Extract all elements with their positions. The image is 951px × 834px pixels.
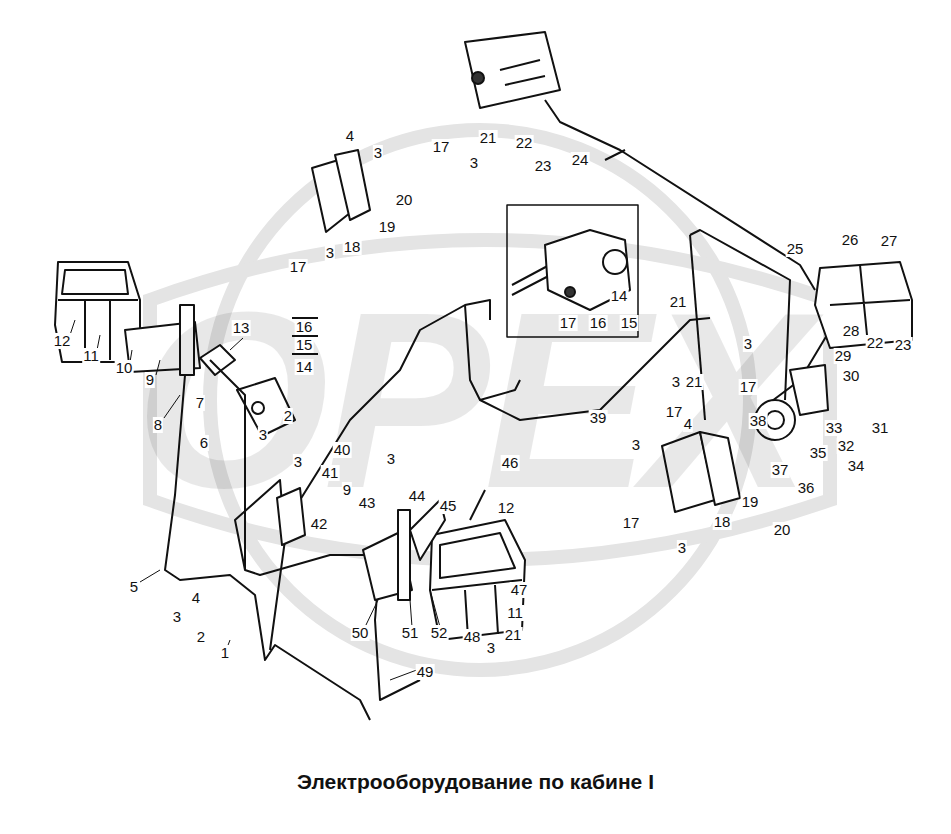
- callout-number: 17: [559, 315, 578, 331]
- callout-number: 21: [669, 294, 688, 310]
- callout-number: 22: [866, 335, 885, 351]
- callout-number: 39: [589, 410, 608, 426]
- callout-number: 17: [665, 404, 684, 420]
- callout-number: 38: [749, 413, 768, 429]
- callout-number: 22: [515, 135, 534, 151]
- callout-number: 43: [358, 495, 377, 511]
- callout-number: 31: [871, 420, 890, 436]
- callout-number: 4: [191, 590, 201, 606]
- callout-number: 34: [847, 458, 866, 474]
- callout-number: 44: [408, 488, 427, 504]
- callout-number: 27: [880, 233, 899, 249]
- callout-number: 26: [841, 232, 860, 248]
- callout-number: 11: [506, 605, 524, 621]
- callout-number: 23: [534, 158, 553, 174]
- callout-number: 29: [834, 348, 853, 364]
- callout-number: 3: [386, 451, 396, 467]
- callout-number: 3: [325, 245, 335, 261]
- callout-number: 48: [463, 629, 482, 645]
- callout-number: 45: [439, 498, 458, 514]
- callout-number: 36: [797, 480, 816, 496]
- callout-number: 14: [295, 359, 314, 375]
- callout-number: 52: [430, 625, 449, 641]
- callout-number: 9: [342, 482, 352, 498]
- watermark: OPEX: [135, 257, 806, 544]
- callout-number: 19: [378, 219, 397, 235]
- callout-number: 17: [289, 259, 308, 275]
- callout-number: 20: [773, 522, 792, 538]
- callout-number: 12: [53, 333, 72, 349]
- callout-number: 21: [685, 374, 704, 390]
- callout-number: 3: [172, 609, 182, 625]
- callout-number: 32: [837, 438, 856, 454]
- callout-number: 49: [416, 664, 435, 680]
- callout-number: 14: [610, 288, 629, 304]
- callout-number: 25: [786, 241, 805, 257]
- callout-number: 4: [345, 128, 355, 144]
- callout-number: 2: [283, 408, 293, 424]
- callout-number: 15: [620, 315, 639, 331]
- callout-number: 5: [129, 579, 139, 595]
- callout-number: 3: [486, 640, 496, 656]
- callout-number: 51: [401, 625, 420, 641]
- callout-number: 7: [195, 395, 205, 411]
- callout-number: 3: [677, 540, 687, 556]
- callout-number: 17: [622, 515, 641, 531]
- callout-number: 24: [571, 152, 590, 168]
- callout-number: 10: [115, 360, 134, 376]
- callout-number: 50: [351, 625, 370, 641]
- callout-number: 18: [343, 239, 362, 255]
- callout-number: 46: [501, 455, 520, 471]
- callout-number: 1: [220, 645, 230, 661]
- callout-number: 40: [333, 442, 352, 458]
- callout-number: 16: [295, 319, 314, 335]
- callout-number: 6: [199, 435, 209, 451]
- callout-number: 28: [842, 323, 861, 339]
- callout-number: 23: [894, 337, 913, 353]
- callout-number: 8: [153, 417, 163, 433]
- callout-number: 21: [504, 627, 523, 643]
- diagram-title: Электрооборудование по кабине I: [0, 770, 951, 794]
- callout-number: 42: [310, 516, 329, 532]
- callout-number: 20: [395, 192, 414, 208]
- callout-number: 12: [497, 500, 516, 516]
- callout-number: 33: [825, 420, 844, 436]
- callout-number: 16: [589, 315, 608, 331]
- callout-number: 15: [295, 337, 314, 353]
- callout-number: 4: [683, 416, 693, 432]
- callout-number: 47: [510, 582, 529, 598]
- callout-number: 3: [373, 145, 383, 161]
- callout-number: 3: [631, 437, 641, 453]
- callout-number: 17: [739, 379, 758, 395]
- callout-number: 11: [82, 348, 100, 364]
- callout-number: 3: [743, 336, 753, 352]
- callout-number: 2: [196, 629, 206, 645]
- callout-number: 13: [232, 320, 251, 336]
- callout-number: 17: [432, 139, 451, 155]
- callout-number: 35: [809, 445, 828, 461]
- callout-number: 19: [741, 494, 760, 510]
- callout-number: 9: [145, 372, 155, 388]
- callout-number: 3: [293, 454, 303, 470]
- callout-number: 21: [479, 130, 498, 146]
- callout-number: 18: [713, 514, 732, 530]
- callout-number: 37: [771, 462, 790, 478]
- callout-number: 30: [842, 368, 861, 384]
- callout-number: 3: [469, 155, 479, 171]
- callout-number: 3: [671, 374, 681, 390]
- callout-number: 3: [258, 427, 268, 443]
- callout-number: 41: [321, 465, 340, 481]
